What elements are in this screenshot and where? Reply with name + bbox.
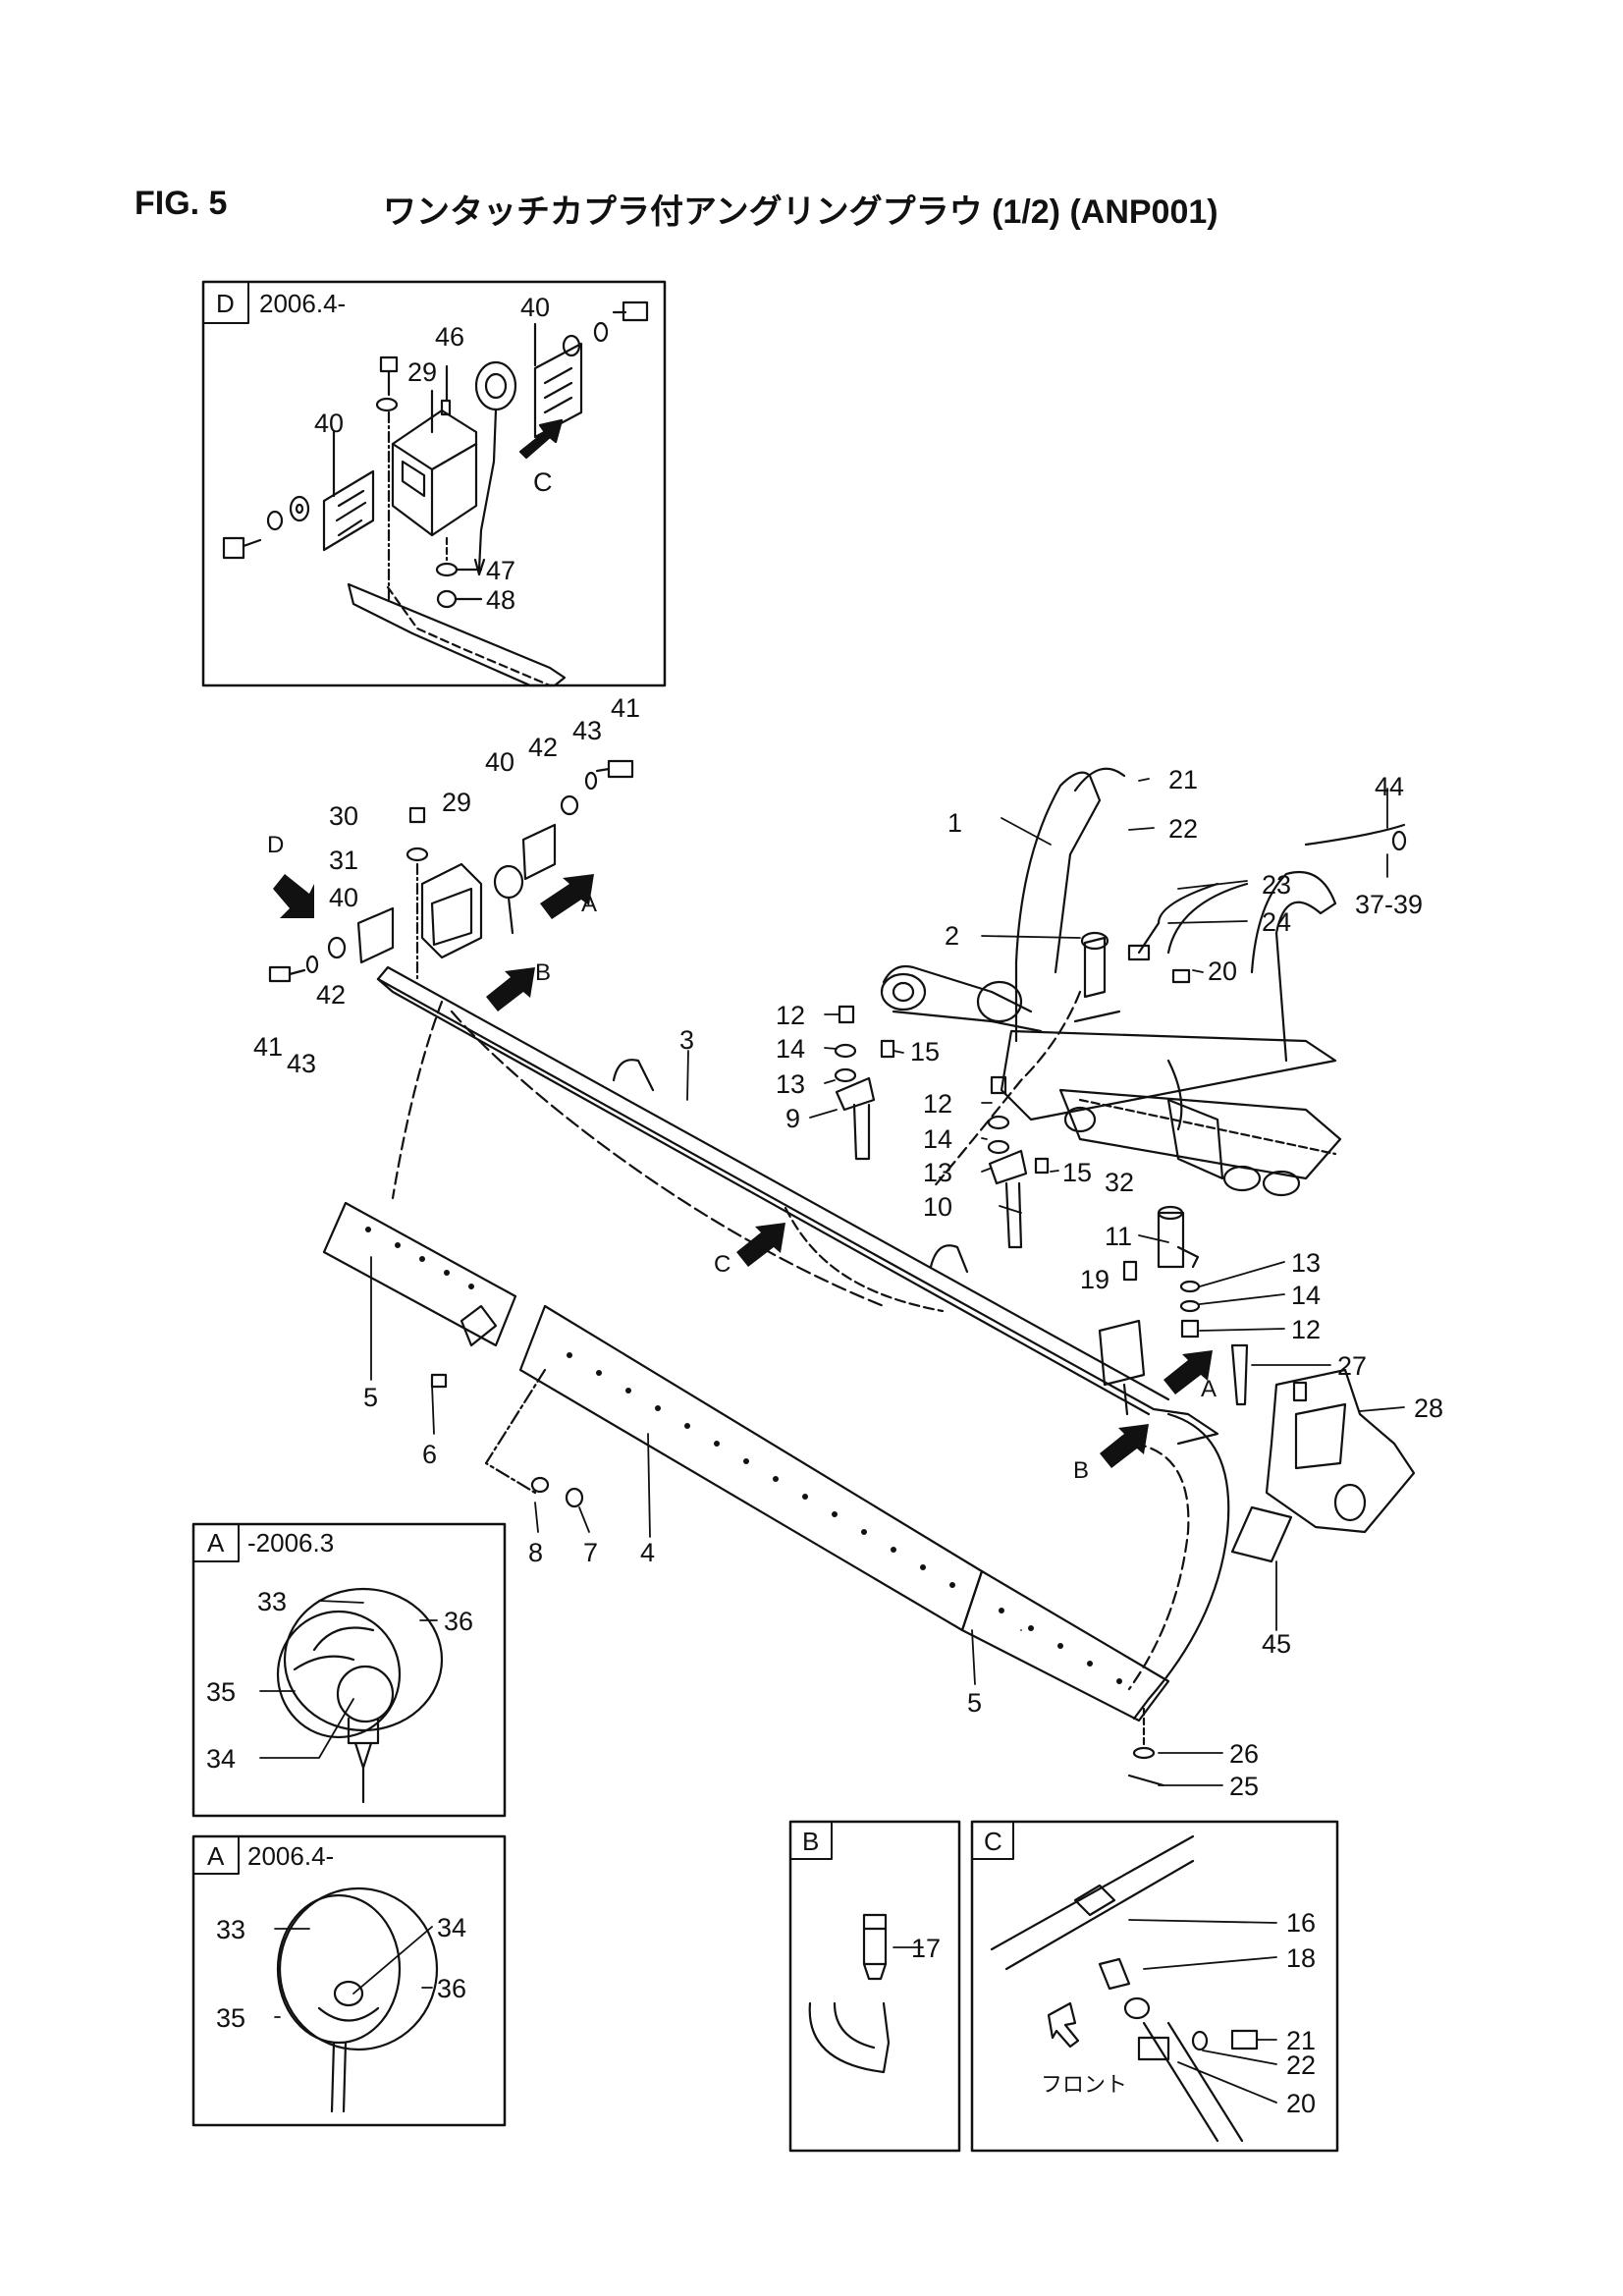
inset-c-detail [970, 1820, 1339, 2153]
callout-6: 6 [422, 1440, 437, 1469]
callout-19: 19 [1080, 1265, 1109, 1294]
callout-view-c: C [533, 467, 553, 497]
callout-48: 48 [486, 585, 515, 615]
callout-12: 12 [1291, 1315, 1321, 1344]
callout-42: 42 [316, 980, 346, 1010]
hitch-frame [834, 767, 1407, 1787]
inset-a-old [191, 1522, 507, 1818]
callout-20: 20 [1286, 2089, 1316, 2118]
callout-17: 17 [911, 1934, 941, 1963]
inset-c-tag: C [984, 1827, 1002, 1856]
callout-13: 13 [923, 1158, 952, 1187]
callout-28: 28 [1414, 1394, 1443, 1423]
callout-14: 14 [923, 1124, 952, 1154]
callout-16: 16 [1286, 1908, 1316, 1938]
callout-2: 2 [945, 921, 959, 951]
leader-lines [259, 778, 1405, 2104]
inset-d-tag: D [216, 289, 235, 318]
inset-a-new-date: 2006.4- [247, 1841, 334, 1871]
figure-number: FIG. 5 [135, 185, 228, 222]
callout-44: 44 [1375, 772, 1404, 801]
callout-33: 33 [257, 1587, 287, 1616]
callout-43: 43 [287, 1049, 316, 1078]
callout-41: 41 [611, 693, 640, 723]
callout-42: 42 [528, 733, 558, 762]
view-marker-letters: D A B C A B [267, 832, 1217, 1484]
callout-46: 46 [435, 322, 464, 352]
inset-d-detail [201, 280, 667, 687]
blade-assembly [268, 759, 1416, 1722]
view-marker-d: D [267, 832, 284, 858]
callout-33: 33 [216, 1915, 245, 1944]
callout-5: 5 [363, 1383, 378, 1412]
view-marker-c: C [714, 1251, 730, 1278]
callout-34: 34 [206, 1744, 236, 1774]
callout-29: 29 [442, 788, 471, 817]
callout-30: 30 [329, 801, 358, 831]
callout-13: 13 [1291, 1248, 1321, 1278]
callout-22: 22 [1168, 814, 1198, 844]
callout-35: 35 [216, 2003, 245, 2033]
callout-5: 5 [967, 1688, 982, 1718]
callout-11: 11 [1105, 1222, 1132, 1251]
callout-47: 47 [486, 556, 515, 585]
callout-37-39: 37-39 [1355, 890, 1423, 919]
callout-43: 43 [572, 716, 602, 745]
callout-20: 20 [1208, 957, 1237, 986]
callout-15: 15 [1062, 1158, 1092, 1187]
callout-8: 8 [528, 1538, 543, 1567]
callout-40: 40 [485, 747, 514, 777]
callout-27: 27 [1337, 1351, 1367, 1381]
callout-9: 9 [785, 1104, 800, 1133]
callout-41: 41 [253, 1032, 283, 1062]
callout-1: 1 [947, 808, 962, 838]
inset-b-tag: B [802, 1827, 819, 1856]
callout-14: 14 [776, 1034, 805, 1064]
inset-d-date: 2006.4- [259, 289, 346, 318]
callout-34: 34 [437, 1913, 466, 1942]
view-marker-a-right: A [1201, 1376, 1217, 1402]
callout-29: 29 [407, 357, 437, 387]
callout-10: 10 [923, 1192, 952, 1222]
callout-36: 36 [444, 1607, 473, 1636]
callout-22: 22 [1286, 2050, 1316, 2080]
inset-a-old-date: -2006.3 [247, 1528, 334, 1558]
front-label: フロント [1041, 2072, 1127, 2097]
inset-a-old-tag: A [207, 1528, 225, 1558]
callout-13: 13 [776, 1069, 805, 1099]
callout-31: 31 [329, 846, 358, 875]
callout-4: 4 [640, 1538, 655, 1567]
callout-32: 32 [1105, 1168, 1134, 1197]
figure-title: ワンタッチカプラ付アングリングプラウ (1/2) (ANP001) [383, 193, 1218, 231]
callout-36: 36 [437, 1974, 466, 2003]
callout-25: 25 [1229, 1772, 1259, 1801]
callout-21: 21 [1168, 765, 1198, 794]
callout-14: 14 [1291, 1281, 1321, 1310]
callout-7: 7 [583, 1538, 598, 1567]
view-marker-a-top: A [581, 891, 597, 917]
inset-a-new-tag: A [207, 1841, 225, 1871]
callout-numbers: 40 40 29 46 47 48 C 41 43 42 40 29 30 31… [206, 293, 1443, 2118]
view-arrows [273, 874, 1213, 1468]
callout-26: 26 [1229, 1739, 1259, 1769]
callout-3: 3 [679, 1025, 694, 1055]
callout-23: 23 [1262, 870, 1291, 900]
callout-12: 12 [776, 1001, 805, 1030]
callout-35: 35 [206, 1677, 236, 1707]
inset-labels: D 2006.4- A -2006.3 A 2006.4- B C フロント [207, 289, 1127, 2097]
view-marker-b-top: B [535, 959, 551, 986]
callout-40: 40 [329, 883, 358, 912]
callout-45: 45 [1262, 1629, 1291, 1659]
callout-24: 24 [1262, 907, 1291, 937]
callout-15: 15 [910, 1037, 940, 1066]
callout-40: 40 [314, 409, 344, 438]
callout-12: 12 [923, 1089, 952, 1119]
inset-b-detail [788, 1820, 961, 2153]
callout-18: 18 [1286, 1943, 1316, 1973]
callout-21: 21 [1286, 2026, 1316, 2055]
callout-40: 40 [520, 293, 550, 322]
inset-a-new [191, 1834, 507, 2127]
view-marker-b-right: B [1073, 1457, 1089, 1484]
